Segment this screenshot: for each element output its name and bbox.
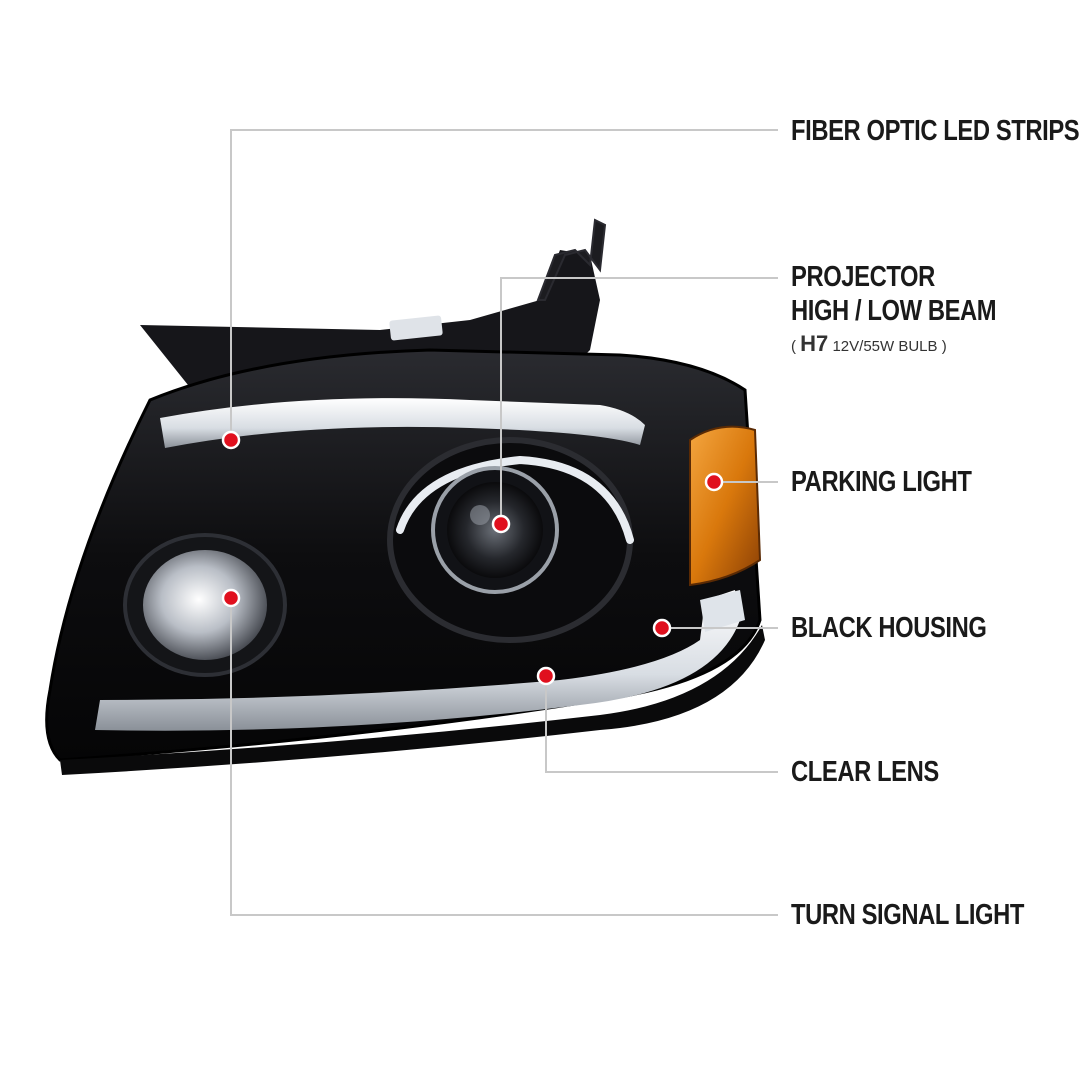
bulb-close-paren: ) <box>941 338 947 355</box>
bulb-open-paren: ( <box>791 338 796 355</box>
label-projector-bulb: ( H7 12V/55W BULB ) <box>791 333 947 355</box>
leader-projector <box>500 277 778 524</box>
label-clear-lens: CLEAR LENS <box>791 756 939 788</box>
headlight-body <box>45 218 765 775</box>
label-sticker <box>389 315 443 341</box>
led-strip-top <box>160 398 645 448</box>
marker-turn-signal <box>221 588 241 608</box>
label-projector-line1: PROJECTOR <box>791 261 935 293</box>
label-projector-line2: HIGH / LOW BEAM <box>791 295 997 327</box>
marker-clear-lens <box>536 666 556 686</box>
bulb-spec: 12V/55W BULB <box>832 338 938 355</box>
marker-fiber-optic <box>221 430 241 450</box>
leader-turn-signal <box>230 598 778 916</box>
marker-projector <box>491 514 511 534</box>
led-strip-bottom <box>95 590 740 731</box>
amber-parking-lens <box>689 425 762 587</box>
label-black-housing: BLACK HOUSING <box>791 612 987 644</box>
marker-black-housing <box>652 618 672 638</box>
leader-lines <box>230 129 778 916</box>
led-strip-side <box>700 590 745 632</box>
fog-bulb <box>143 550 267 660</box>
label-parking-light: PARKING LIGHT <box>791 466 972 498</box>
leader-fiber-optic <box>230 129 778 440</box>
label-turn-signal: TURN SIGNAL LIGHT <box>791 899 1025 931</box>
label-fiber-optic: FIBER OPTIC LED STRIPS <box>791 115 1080 147</box>
mounting-bracket <box>536 218 607 301</box>
projector-halo <box>396 455 634 544</box>
marker-parking <box>704 472 724 492</box>
bulb-type: H7 <box>800 331 829 356</box>
projector-lens-highlight <box>470 505 490 525</box>
leader-clear-lens <box>545 676 778 773</box>
callout-markers <box>221 430 724 686</box>
housing-bottom-lip <box>60 625 765 775</box>
